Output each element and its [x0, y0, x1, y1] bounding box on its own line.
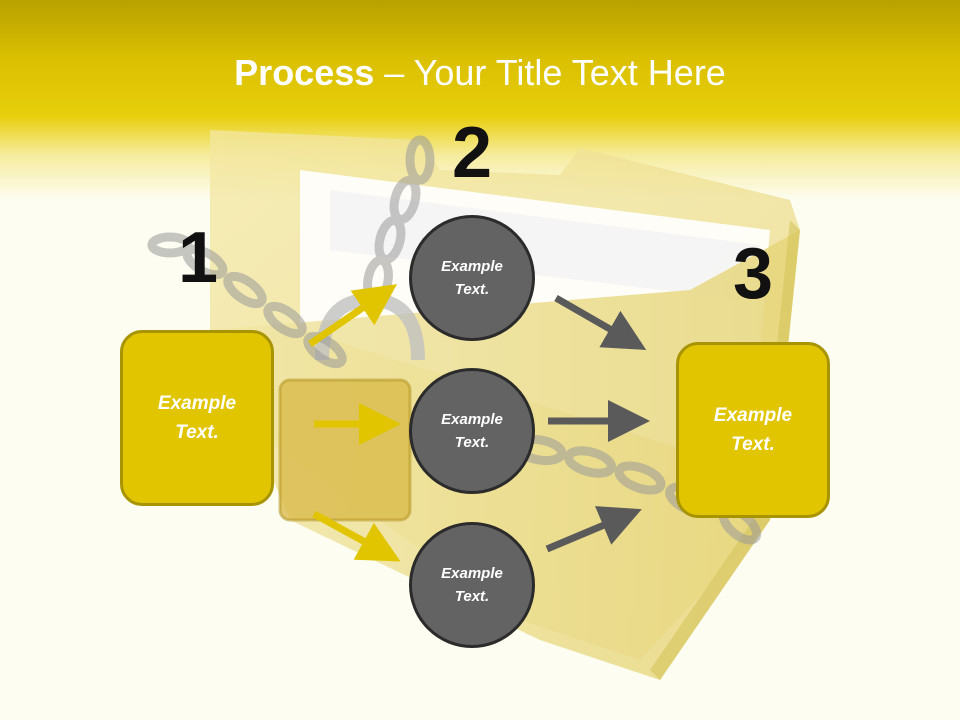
title-rest: – Your Title Text Here — [374, 52, 726, 93]
step-number-2: 2 — [451, 113, 493, 193]
step-2-circle-top[interactable]: Example Text. — [409, 215, 535, 341]
step-3-text: Example Text. — [713, 405, 793, 455]
step-2-circle-top-text: Example Text. — [441, 258, 503, 298]
slide-title: Process – Your Title Text Here — [0, 52, 960, 94]
step-2-circle-middle-text: Example Text. — [441, 411, 503, 451]
step-2-circle-bottom[interactable]: Example Text. — [409, 522, 535, 648]
step-1-text: Example Text. — [157, 393, 237, 443]
arrow-right-icon — [312, 510, 401, 562]
title-band — [0, 0, 960, 200]
step-3-box[interactable]: Example Text. — [676, 342, 830, 518]
arrow-right-icon — [308, 284, 398, 347]
step-1-box[interactable]: Example Text. — [120, 330, 274, 506]
step-number-1: 1 — [177, 218, 219, 298]
arrow-right-icon — [554, 294, 647, 350]
step-number-3: 3 — [732, 234, 774, 314]
step-2-circle-middle[interactable]: Example Text. — [409, 368, 535, 494]
step-2-circle-bottom-text: Example Text. — [441, 565, 503, 605]
arrow-right-icon — [545, 506, 642, 553]
title-bold: Process — [234, 52, 375, 93]
